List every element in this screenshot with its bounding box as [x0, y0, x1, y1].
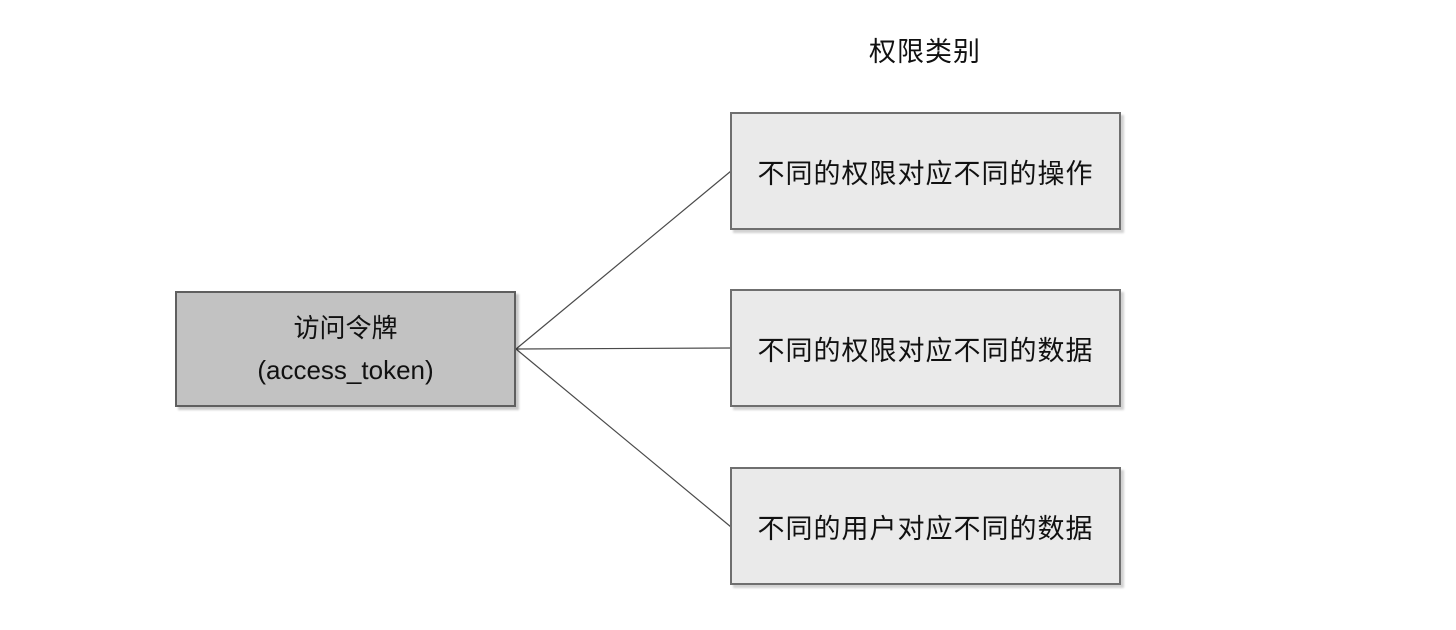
root-node-label-line1: 访问令牌	[293, 313, 398, 343]
branch-node-label: 不同的权限对应不同的数据	[757, 335, 1094, 366]
connector-root-to-branch-1	[515, 170, 732, 350]
root-node-label-line2: (access_token)	[257, 355, 434, 385]
branch-node-permission-data: 不同的权限对应不同的数据	[730, 289, 1121, 407]
branch-node-label: 不同的用户对应不同的数据	[757, 513, 1094, 544]
connector-root-to-branch-2	[515, 347, 732, 350]
branch-node-user-data: 不同的用户对应不同的数据	[730, 467, 1121, 585]
diagram-title: 权限类别	[869, 37, 981, 67]
branch-node-operations: 不同的权限对应不同的操作	[730, 112, 1121, 230]
connector-root-to-branch-3	[515, 348, 732, 528]
root-node-access-token: 访问令牌 (access_token)	[175, 291, 516, 407]
branch-node-label: 不同的权限对应不同的操作	[757, 158, 1094, 189]
